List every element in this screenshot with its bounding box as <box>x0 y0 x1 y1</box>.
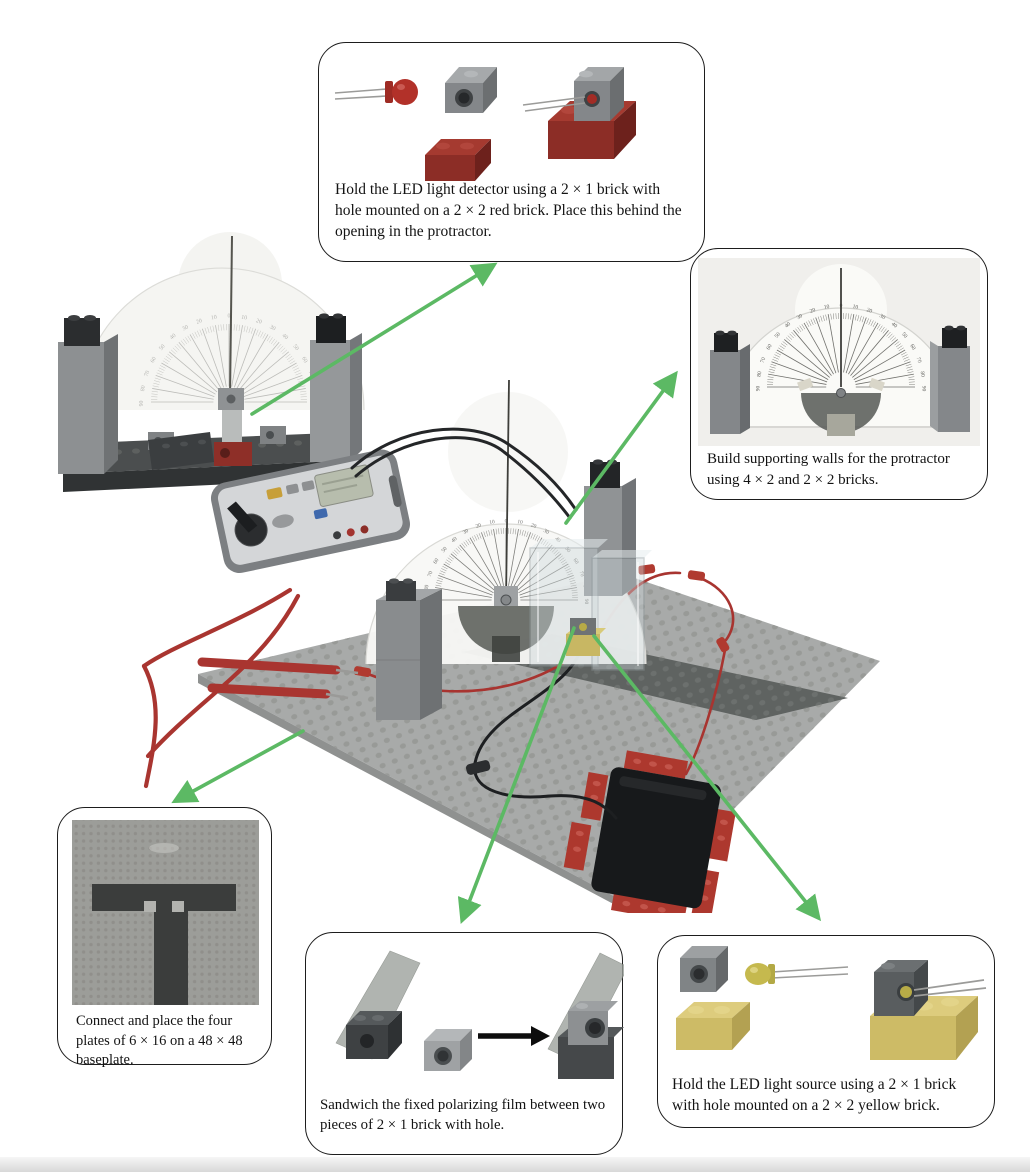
callout-detector-text: Hold the LED light detector using a 2 × … <box>335 181 682 241</box>
callout-source-text: Hold the LED light source using a 2 × 1 … <box>672 1076 957 1115</box>
svg-text:90: 90 <box>583 599 589 605</box>
detector-holder-assembly <box>214 388 252 466</box>
multimeter-blue-button <box>313 508 328 520</box>
svg-text:80: 80 <box>756 371 763 378</box>
black-arrow <box>478 1026 550 1046</box>
svg-text:30: 30 <box>182 324 190 332</box>
svg-text:0: 0 <box>505 518 508 524</box>
page-bottom-bar <box>0 1157 1030 1172</box>
dark-plate-corner <box>148 432 214 470</box>
callout-film: Sandwich the fixed polarizing film betwe… <box>305 932 624 1155</box>
svg-text:10: 10 <box>241 315 248 322</box>
svg-text:90: 90 <box>920 386 926 392</box>
assembled-detector <box>522 67 636 159</box>
callout-detector: Hold the LED light detector using a 2 × … <box>318 42 705 262</box>
rotating-polarizer-disc <box>801 393 881 433</box>
lego-pillar-right <box>930 325 970 432</box>
svg-text:10: 10 <box>823 304 830 311</box>
polarizer-tab <box>827 414 855 436</box>
tape-tab <box>797 377 814 392</box>
callout-source: Hold the LED light source using a 2 × 1 … <box>657 935 995 1128</box>
svg-text:40: 40 <box>169 333 177 341</box>
svg-text:70: 70 <box>144 370 152 378</box>
svg-text:70: 70 <box>760 356 768 363</box>
illustration-baseplate <box>72 820 259 1005</box>
svg-text:10: 10 <box>517 519 524 526</box>
tape-tab <box>868 377 885 392</box>
red-2x2-brick <box>425 139 491 181</box>
red-led <box>334 79 418 105</box>
svg-text:0: 0 <box>228 314 231 320</box>
svg-text:30: 30 <box>462 528 470 536</box>
svg-text:40: 40 <box>450 536 458 544</box>
gray-brick-with-hole <box>680 946 728 992</box>
svg-text:40: 40 <box>890 321 898 329</box>
svg-text:20: 20 <box>530 522 537 530</box>
svg-text:10: 10 <box>852 304 859 311</box>
gray-brick-with-hole <box>424 1029 472 1071</box>
svg-text:20: 20 <box>866 307 873 315</box>
lego-pillar-left <box>376 578 442 720</box>
svg-text:20: 20 <box>475 522 482 530</box>
svg-text:30: 30 <box>878 313 886 321</box>
assembled-film-sandwich <box>558 1001 624 1079</box>
multimeter-lever <box>227 501 258 533</box>
svg-text:60: 60 <box>572 558 580 566</box>
yellow-led <box>745 963 849 985</box>
svg-text:10: 10 <box>489 519 496 526</box>
illustration-protractor-walls: 9080706050403020100102030405060708090 <box>698 258 980 446</box>
callout-baseplate-text: Connect and place the four plates of 6 ×… <box>76 1013 243 1069</box>
svg-text:50: 50 <box>158 343 166 351</box>
yellow-2x2-brick <box>676 1002 750 1050</box>
lego-pillar-left <box>58 315 118 474</box>
callout-baseplate: Connect and place the four plates of 6 ×… <box>57 807 272 1068</box>
red-test-probes <box>197 657 359 700</box>
svg-text:30: 30 <box>542 528 550 536</box>
multimeter-red-leads <box>141 587 301 789</box>
svg-text:60: 60 <box>433 557 441 565</box>
svg-text:50: 50 <box>900 331 908 339</box>
multimeter-black-cables <box>350 427 578 520</box>
svg-text:90: 90 <box>139 401 145 407</box>
svg-text:50: 50 <box>441 546 449 554</box>
svg-text:80: 80 <box>919 371 926 378</box>
callout-walls-text: Build supporting walls for the protracto… <box>707 451 950 488</box>
protractor-pointer <box>505 379 510 601</box>
protractor-hub-pin <box>500 594 512 606</box>
svg-text:50: 50 <box>774 331 782 339</box>
multimeter-yellow-button <box>266 487 283 500</box>
svg-text:20: 20 <box>196 318 204 326</box>
svg-text:70: 70 <box>915 357 923 364</box>
svg-text:50: 50 <box>563 546 571 554</box>
svg-text:70: 70 <box>578 571 586 578</box>
dark-plates-T <box>92 884 236 1005</box>
svg-text:40: 40 <box>784 321 792 329</box>
svg-text:20: 20 <box>809 307 816 315</box>
callout-film-text: Sandwich the fixed polarizing film betwe… <box>320 1097 606 1134</box>
lego-pillar-left <box>710 330 750 434</box>
svg-text:30: 30 <box>796 313 804 321</box>
dark-brick-stack <box>346 1011 402 1059</box>
protractor-hub-pin <box>836 388 846 398</box>
assembled-source <box>870 960 987 1060</box>
callout-walls: 9080706050403020100102030405060708090 <box>690 248 988 500</box>
multimeter <box>210 449 410 574</box>
svg-text:80: 80 <box>424 584 431 591</box>
svg-text:60: 60 <box>766 343 774 351</box>
svg-text:60: 60 <box>150 356 158 364</box>
illustration-detector-parts <box>334 67 636 181</box>
gray-brick-with-hole <box>445 67 497 113</box>
svg-text:80: 80 <box>140 385 147 392</box>
illustration-film-sandwich <box>335 950 624 1079</box>
svg-text:10: 10 <box>211 315 218 322</box>
protractor-pointer <box>229 235 233 399</box>
svg-text:70: 70 <box>427 570 435 577</box>
illustration-source-parts <box>676 946 987 1060</box>
svg-text:60: 60 <box>908 343 916 351</box>
svg-text:90: 90 <box>756 386 762 392</box>
polarizer-tab <box>492 636 520 662</box>
